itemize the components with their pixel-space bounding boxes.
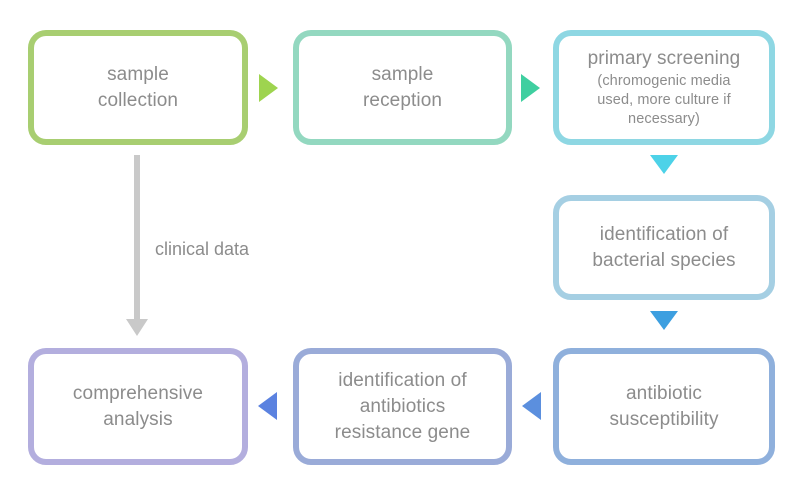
arrow-susceptibility-to-resistance-gene (522, 392, 541, 420)
node-label-line-1: sample (107, 63, 169, 85)
node-subtitle-line-3: necessary) (628, 111, 700, 127)
node-identification-of-bacterial-species[interactable]: identification of bacterial species (553, 195, 775, 300)
edge-label-clinical-data: clinical data (155, 239, 250, 259)
node-label-line-1: comprehensive (72, 382, 204, 404)
arrow-species-to-susceptibility (650, 311, 678, 330)
node-label-line-2: antibiotics (359, 395, 446, 417)
node-label-line-3: resistance gene (334, 421, 471, 443)
node-label-line-1: sample (371, 63, 434, 85)
node-label-line-2: collection (97, 89, 179, 111)
node-subtitle-line-2: used, more culture if (597, 92, 731, 108)
node-label-line-1: antibiotic (626, 382, 702, 404)
node-title: primary screening (587, 48, 741, 69)
arrow-screening-to-species (650, 155, 678, 174)
node-antibiotic-susceptibility[interactable]: antibiotic susceptibility (553, 348, 775, 465)
node-label-line-1: identification of (599, 223, 729, 245)
node-label-line-2: reception (362, 89, 443, 111)
node-primary-screening[interactable]: primary screening (chromogenic media use… (553, 30, 775, 145)
node-identification-of-antibiotics-resistance-gene[interactable]: identification of antibiotics resistance… (293, 348, 512, 465)
node-label-line-1: identification of (338, 369, 467, 391)
arrow-resistance-gene-to-analysis (258, 392, 277, 420)
node-subtitle-line-1: (chromogenic media (597, 73, 731, 89)
node-sample-collection[interactable]: sample collection (28, 30, 248, 145)
node-label-line-2: bacterial species (592, 249, 736, 271)
arrow-reception-to-screening (521, 74, 540, 102)
arrow-collection-to-analysis-head (126, 319, 148, 336)
node-label-line-2: susceptibility (609, 408, 719, 430)
node-sample-reception[interactable]: sample reception (293, 30, 512, 145)
arrow-collection-to-reception (259, 74, 278, 102)
node-label-line-2: analysis (103, 408, 173, 430)
node-comprehensive-analysis[interactable]: comprehensive analysis (28, 348, 248, 465)
arrow-collection-to-analysis-shaft (134, 155, 140, 321)
